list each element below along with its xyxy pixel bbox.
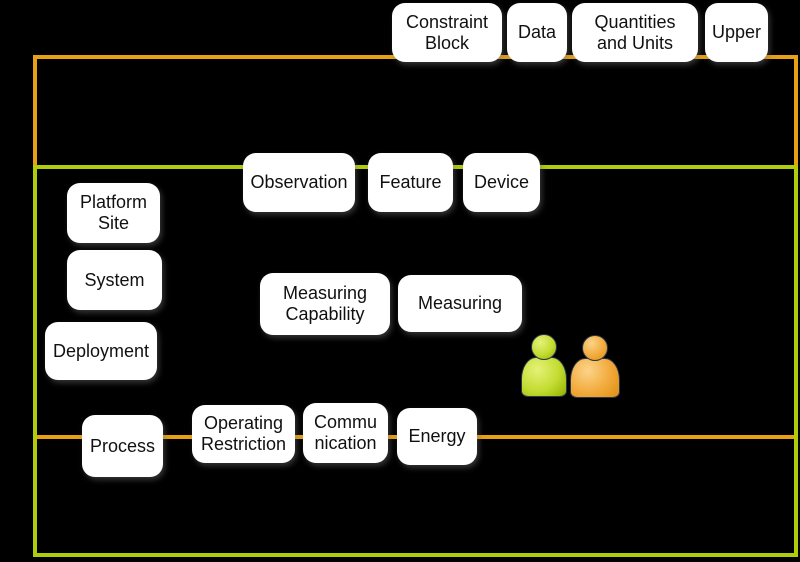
box-label-feature: Feature <box>379 172 442 192</box>
orange-person-icon <box>570 335 620 398</box>
box-operating-restriction: Operating Restriction <box>192 405 295 463</box>
box-measuring-capability: Measuring Capability <box>260 273 390 335</box>
box-label-communication: Commu nication <box>313 412 377 453</box>
box-energy: Energy <box>397 408 477 465</box>
orange-person-icon-body <box>570 358 620 398</box>
box-constraint-block: Constraint Block <box>392 3 502 62</box>
box-measuring: Measuring <box>398 275 522 332</box>
green-person-icon-body <box>521 357 567 397</box>
box-label-measuring-capability: Measuring Capability <box>282 283 368 324</box>
box-communication: Commu nication <box>303 403 388 463</box>
box-label-deployment: Deployment <box>52 340 150 361</box>
box-label-device: Device <box>473 172 530 192</box>
box-observation: Observation <box>243 153 355 212</box>
green-person-icon <box>521 334 567 397</box>
orange-person-icon-head <box>582 335 608 361</box>
box-data: Data <box>507 3 567 62</box>
box-system: System <box>67 250 162 310</box>
box-feature: Feature <box>368 153 453 212</box>
box-label-observation: Observation <box>250 172 348 192</box>
box-device: Device <box>463 153 540 212</box>
box-upper: Upper <box>705 3 768 62</box>
box-quantities-and-units: Quantities and Units <box>572 3 698 62</box>
box-label-upper: Upper <box>711 22 762 42</box>
box-process: Process <box>82 415 163 477</box>
box-label-data: Data <box>517 22 557 42</box>
box-label-constraint-block: Constraint Block <box>405 11 489 53</box>
green-person-icon-head <box>531 334 557 360</box>
box-deployment: Deployment <box>45 322 157 380</box>
box-label-quantities-and-units: Quantities and Units <box>594 11 676 53</box>
box-platform-site: Platform Site <box>67 183 160 243</box>
box-label-system: System <box>84 269 145 290</box>
box-label-process: Process <box>89 435 156 456</box>
box-label-platform-site: Platform Site <box>79 192 148 233</box>
box-label-energy: Energy <box>408 426 466 446</box>
box-label-measuring: Measuring <box>417 293 503 313</box>
box-label-operating-restriction: Operating Restriction <box>200 413 287 454</box>
